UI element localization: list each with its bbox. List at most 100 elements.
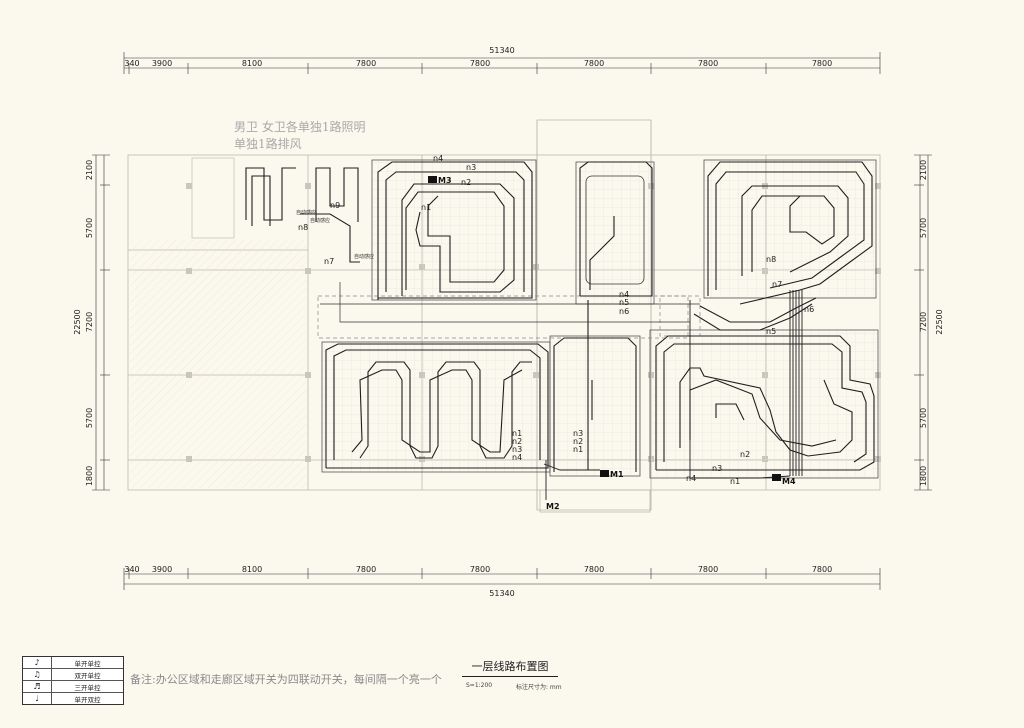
label-n2-top: n2 — [461, 178, 471, 187]
dim-top-1: 3900 — [152, 59, 172, 68]
dim-bottom-7: 7800 — [812, 565, 832, 574]
dim-top-6: 7800 — [698, 59, 718, 68]
room-upper-middle — [371, 159, 537, 301]
legend-row: ♪ 单开单控 — [23, 657, 123, 668]
dim-left-3: 5700 — [85, 408, 94, 428]
dim-bottom-2: 8100 — [242, 565, 262, 574]
legend-row: ♫ 双开单控 — [23, 668, 123, 680]
dim-right-segments: 22500 2100 5700 7200 5700 1800 — [919, 160, 944, 486]
wiring-toilet — [245, 167, 360, 263]
dim-right-1: 5700 — [919, 218, 928, 238]
left-dimension-line — [92, 154, 110, 491]
label-n2-center-lower: n2 — [573, 437, 583, 446]
stair-area — [191, 157, 235, 239]
label-n3-lower: n3 — [512, 445, 522, 454]
wiring-upper-center — [579, 161, 653, 297]
legend-label: 单开单控 — [74, 659, 101, 668]
dim-right-total: 22500 — [935, 309, 944, 334]
panel-m1: M1 — [610, 470, 624, 479]
room-upper-center — [575, 161, 655, 305]
label-n1-center-lower: n1 — [573, 445, 583, 454]
label-n2-right-lower: n2 — [740, 450, 750, 459]
top-dimension-line — [123, 52, 881, 74]
room-lower-center — [549, 335, 641, 477]
dim-top-2: 8100 — [242, 59, 262, 68]
panel-m4: M4 — [782, 477, 796, 486]
wiring-lower-center — [553, 300, 637, 472]
label-n7-left: n7 — [324, 257, 334, 266]
label-n1-lower: n1 — [512, 429, 522, 438]
wiring-upper-right — [707, 161, 873, 305]
wiring-lower-left — [325, 343, 549, 469]
label-n4-top: n4 — [433, 154, 443, 163]
switch-legend: ♪ 单开单控 ♫ 双开单控 ♬ 三开单控 ♩ 单开双控 — [22, 656, 124, 705]
trunk-conduits — [543, 290, 803, 500]
dim-top-5: 7800 — [584, 59, 604, 68]
dim-top-3: 7800 — [356, 59, 376, 68]
label-n8-left: n8 — [298, 223, 308, 232]
panel-markers: M3 M1 M2 M4 — [428, 176, 796, 511]
dim-left-segments: 22500 2100 5700 7200 5700 1800 — [73, 160, 94, 486]
right-dimension-line — [914, 154, 932, 491]
dim-left-0: 2100 — [85, 160, 94, 180]
toilet-note-line2: 单独1路排风 — [234, 137, 302, 151]
label-n1-right-lower: n1 — [730, 477, 740, 486]
dim-right-0: 2100 — [919, 160, 928, 180]
dim-left-2: 7200 — [85, 312, 94, 332]
label-n8-right: n8 — [766, 255, 776, 264]
toilet-note: 男卫 女卫各单独1路照明 单独1路排风 — [234, 119, 365, 153]
label-n4-lower: n4 — [512, 453, 522, 462]
legend-label: 单开双控 — [74, 695, 101, 704]
label-n3-top: n3 — [466, 163, 476, 172]
triple-switch-icon: ♬ — [23, 681, 52, 692]
dim-bottom-6: 7800 — [698, 565, 718, 574]
bottom-dimension-line — [123, 568, 881, 590]
drawing-title: 一层线路布置图 — [462, 658, 558, 677]
label-n2-lower: n2 — [512, 437, 522, 446]
label-n3-right-lower: n3 — [712, 464, 722, 473]
double-switch-icon: ♫ — [23, 669, 52, 680]
label-n5-right: n5 — [766, 327, 776, 336]
single-dual-control-icon: ♩ — [23, 693, 52, 704]
hatched-area — [130, 240, 306, 488]
dim-bottom-4: 7800 — [470, 565, 490, 574]
dim-left-4: 1800 — [85, 466, 94, 486]
legend-row: ♩ 单开双控 — [23, 692, 123, 704]
dim-right-3: 5700 — [919, 408, 928, 428]
dim-total-top: 51340 — [489, 46, 514, 55]
label-n7-right: n7 — [772, 280, 782, 289]
label-n9: n9 — [330, 201, 340, 210]
legend-label: 三开单控 — [74, 683, 101, 692]
dim-bottom-1: 3900 — [152, 565, 172, 574]
label-n4-center: n4 — [619, 290, 629, 299]
remark-note: 备注:办公区域和走廊区域开关为四联动开关，每间隔一个亮一个 — [130, 673, 442, 686]
auto-sense-label-1: 自动感应 — [296, 209, 316, 216]
auto-sense-labels: 自动感应 自动感应 自动感应 — [296, 209, 374, 260]
dim-right-2: 7200 — [919, 312, 928, 332]
title-block: 一层线路布置图 — [462, 658, 558, 677]
dim-bottom-segments: 340 3900 8100 7800 7800 7800 7800 7800 — [124, 565, 832, 574]
dim-left-1: 5700 — [85, 218, 94, 238]
dim-left-total: 22500 — [73, 309, 82, 334]
dim-bottom-3: 7800 — [356, 565, 376, 574]
legend-row: ♬ 三开单控 — [23, 680, 123, 692]
label-n6-right: n6 — [804, 305, 814, 314]
dim-top-7: 7800 — [812, 59, 832, 68]
label-n3-center-lower: n3 — [573, 429, 583, 438]
dim-bottom-0: 340 — [124, 565, 139, 574]
wiring-lower-right — [655, 297, 875, 471]
auto-sense-label-3: 自动感应 — [354, 253, 374, 260]
dimension-unit-note: 标注尺寸为: mm — [516, 684, 562, 691]
dim-top-0: 340 — [124, 59, 139, 68]
dim-bottom-5: 7800 — [584, 565, 604, 574]
label-n1-top: n1 — [421, 203, 431, 212]
label-n4-right-lower: n4 — [686, 474, 696, 483]
wiring-upper-middle — [377, 161, 533, 300]
dim-top-segments: 340 3900 8100 7800 7800 7800 7800 7800 — [124, 59, 832, 68]
dim-total-bottom: 51340 — [489, 589, 514, 598]
toilet-note-line1: 男卫 女卫各单独1路照明 — [234, 120, 366, 134]
legend-label: 双开单控 — [74, 671, 101, 680]
panel-m2: M2 — [546, 502, 560, 511]
